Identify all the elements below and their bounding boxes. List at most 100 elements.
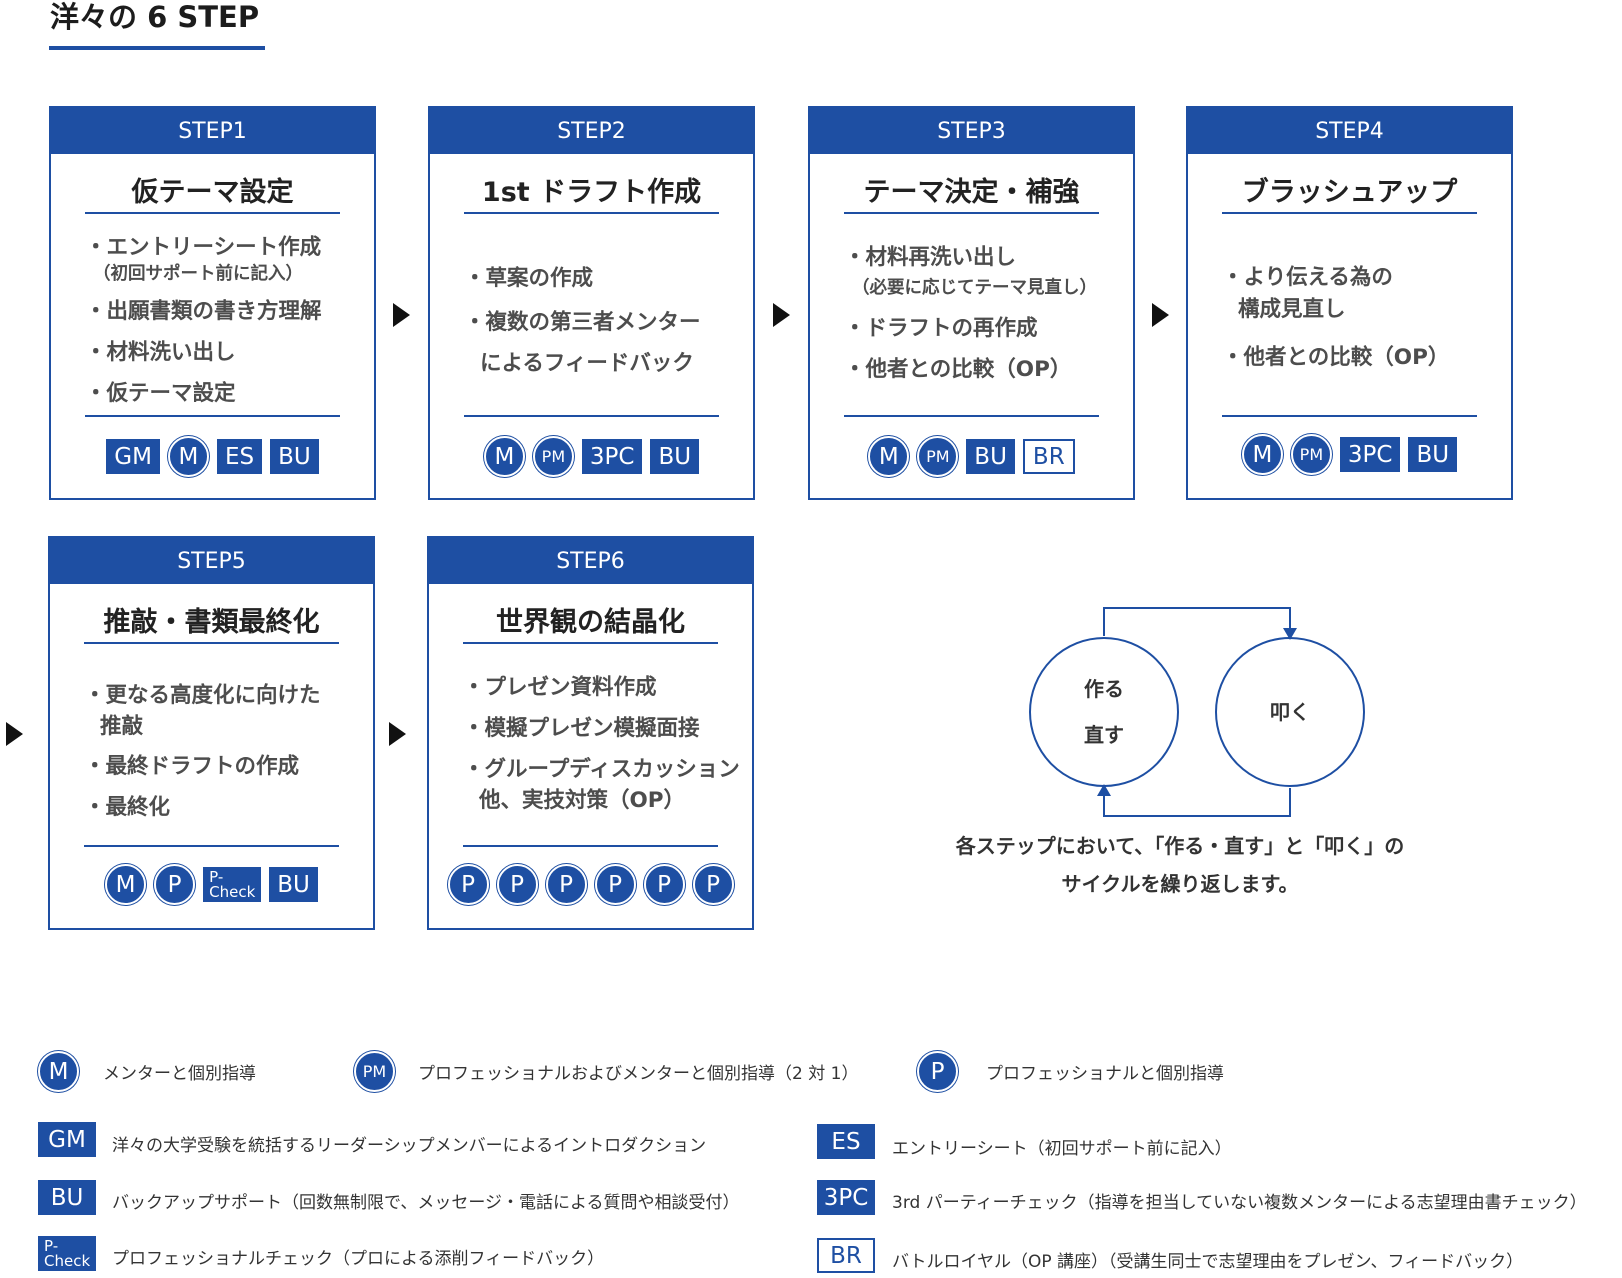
step-card-5: STEP5 推敲・書類最終化 ・更なる高度化に向けた 推敲 ・最終ドラフトの作成…	[48, 536, 375, 930]
step-title: 世界観の結晶化	[496, 607, 685, 638]
bullet: ・材料再洗い出し	[844, 245, 1017, 270]
bullet: ・ドラフトの再作成	[844, 316, 1038, 341]
next-arrow-icon	[6, 722, 23, 746]
bu-badge: BU	[966, 439, 1015, 474]
legend-p-text: プロフェッショナルと個別指導	[986, 1064, 1224, 1084]
bullet: ・仮テーマ設定	[85, 381, 236, 406]
badge-row: M PM 3PC BU	[1188, 434, 1511, 475]
divider	[84, 642, 339, 644]
badge-row: M PM BU BR	[810, 436, 1133, 477]
legend-p-check-icon: P-Check	[38, 1236, 96, 1271]
legend-pm-text: プロフェッショナルおよびメンターと個別指導（2 対 1）	[418, 1064, 859, 1084]
divider	[1222, 415, 1477, 417]
step-title: テーマ決定・補強	[863, 177, 1080, 208]
p-badge: P	[643, 864, 685, 905]
legend-gm-text: 洋々の大学受験を統括するリーダーシップメンバーによるイントロダクション	[112, 1136, 707, 1156]
legend-es-text: エントリーシート（初回サポート前に記入）	[892, 1139, 1232, 1159]
p-check-line2: Check	[44, 1251, 91, 1270]
pm-badge: PM	[532, 436, 574, 477]
m-badge: M	[868, 436, 910, 477]
bullet: ・最終化	[84, 795, 171, 820]
legend-br-text: バトルロイヤル（OP 講座）（受講生同士で志望理由をプレゼン、フィードバック）	[892, 1252, 1524, 1272]
divider	[463, 845, 718, 847]
step-title: 1st ドラフト作成	[481, 177, 702, 208]
step-header: STEP4	[1188, 108, 1511, 154]
p-badge: P	[496, 864, 538, 905]
legend-pm-icon: PM	[354, 1051, 395, 1092]
badge-row: M PM 3PC BU	[430, 436, 753, 477]
bullet: ・材料洗い出し	[85, 340, 236, 365]
bullet: ・最終ドラフトの作成	[84, 754, 300, 779]
step-title: 推敲・書類最終化	[103, 607, 320, 638]
divider	[463, 642, 718, 644]
bullet-note: （初回サポート前に記入）	[93, 264, 303, 284]
m-badge: M	[105, 864, 147, 905]
gm-badge: GM	[106, 439, 160, 474]
arrow-down-icon	[1283, 628, 1297, 640]
divider	[844, 415, 1099, 417]
step-card-4: STEP4 ブラッシュアップ ・より伝える為の 構成見直し ・他者との比較（OP…	[1186, 106, 1513, 500]
cycle-arrow-bottom	[1103, 788, 1291, 817]
badge-row: GM M ES BU	[51, 436, 374, 477]
divider	[1222, 212, 1477, 214]
pm-badge: PM	[917, 436, 959, 477]
bullet: ・更なる高度化に向けた	[84, 683, 321, 708]
bullet: ・模擬プレゼン模擬面接	[463, 716, 700, 741]
p-badge: P	[154, 864, 196, 905]
divider	[84, 845, 339, 847]
bullet-cont: 他、実技対策（OP）	[479, 788, 686, 813]
pm-badge: PM	[1290, 434, 1332, 475]
legend-m-text: メンターと個別指導	[103, 1064, 256, 1084]
p-check-line1: P-	[44, 1236, 59, 1255]
cycle-critique: 叩く	[1270, 700, 1310, 724]
page-title: 洋々の 6 STEP	[50, 0, 260, 34]
cycle-note-line2: サイクルを繰り返します。	[1061, 872, 1299, 896]
cycle-fix: 直す	[1084, 723, 1124, 747]
legend-3pc-text: 3rd パーティーチェック（指導を担当していない複数メンターによる志望理由書チェ…	[892, 1193, 1587, 1213]
p-badge: P	[594, 864, 636, 905]
step-header: STEP1	[51, 108, 374, 154]
cycle-diagram: 作る 直す 叩く	[1029, 607, 1365, 817]
bu-badge: BU	[650, 439, 700, 474]
p-check-line1: P-	[209, 867, 224, 886]
step-title: 仮テーマ設定	[131, 177, 294, 208]
create-fix-circle	[1029, 637, 1179, 787]
title-underline	[49, 46, 265, 50]
m-badge: M	[483, 436, 525, 477]
bu-badge: BU	[1408, 437, 1458, 472]
step-card-2: STEP2 1st ドラフト作成 ・草案の作成 ・複数の第三者メンター によるフ…	[428, 106, 755, 500]
legend-m-icon: M	[38, 1051, 79, 1092]
step-card-3: STEP3 テーマ決定・補強 ・材料再洗い出し （必要に応じてテーマ見直し） ・…	[808, 106, 1135, 500]
legend-es-icon: ES	[817, 1124, 875, 1159]
bullet-cont: によるフィードバック	[480, 351, 694, 376]
step-header: STEP6	[429, 538, 752, 584]
cycle-arrow-top	[1103, 607, 1291, 636]
badge-row: M P P-Check BU	[50, 864, 373, 905]
step-card-6: STEP6 世界観の結晶化 ・プレゼン資料作成 ・模擬プレゼン模擬面接 ・グルー…	[427, 536, 754, 930]
bullet: ・他者との比較（OP）	[1222, 345, 1450, 370]
3pc-badge: 3PC	[1339, 437, 1401, 472]
p-check-badge: P-Check	[203, 867, 262, 902]
m-badge: M	[1241, 434, 1283, 475]
es-badge: ES	[216, 439, 263, 474]
bullet: ・草案の作成	[464, 266, 594, 291]
step-header: STEP3	[810, 108, 1133, 154]
step-header: STEP2	[430, 108, 753, 154]
bullet-cont: 推敲	[100, 714, 144, 739]
step-title: ブラッシュアップ	[1241, 177, 1458, 208]
br-badge: BR	[1022, 439, 1075, 474]
legend-3pc-icon: 3PC	[817, 1180, 875, 1215]
bullet: ・エントリーシート作成	[85, 235, 322, 260]
divider	[464, 212, 719, 214]
legend-p-check-text: プロフェッショナルチェック（プロによる添削フィードバック）	[112, 1249, 605, 1269]
bullet-cont: 構成見直し	[1238, 297, 1346, 322]
bu-badge: BU	[270, 439, 319, 474]
divider	[844, 212, 1099, 214]
p-badge: P	[692, 864, 734, 905]
bullet-note: （必要に応じてテーマ見直し）	[852, 278, 1097, 298]
divider	[85, 212, 340, 214]
cycle-note-line1: 各ステップにおいて、「作る・直す」と「叩く」の	[955, 834, 1405, 858]
bullet: ・より伝える為の	[1222, 265, 1393, 290]
bullet: ・出願書類の書き方理解	[85, 299, 322, 324]
legend-bu-text: バックアップサポート（回数無制限で、メッセージ・電話による質問や相談受付）	[112, 1193, 740, 1213]
